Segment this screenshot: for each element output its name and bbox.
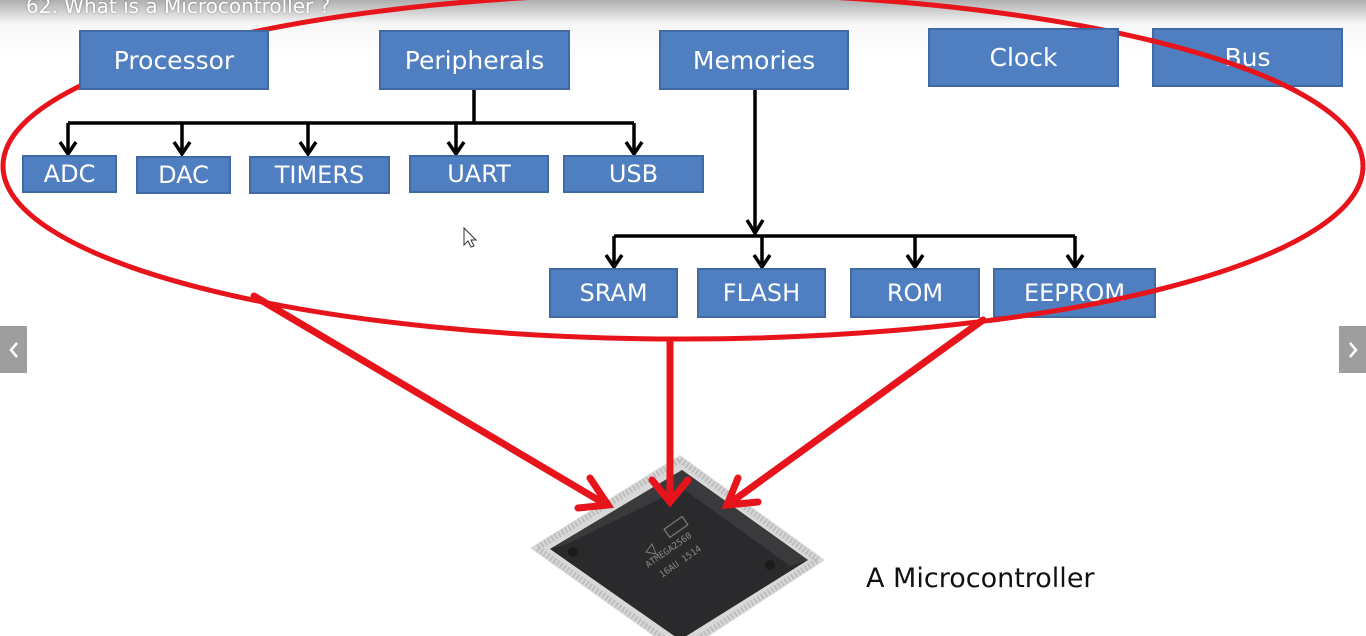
block-sram: SRAM <box>549 268 678 318</box>
block-uart: UART <box>409 155 549 193</box>
chevron-left-icon <box>8 341 18 358</box>
block-peripherals: Peripherals <box>379 30 570 90</box>
block-adc: ADC <box>22 155 117 193</box>
arrowhead-memories-trunk <box>745 219 765 237</box>
next-slide-button[interactable] <box>1339 326 1366 373</box>
grouping-ellipse <box>0 0 1366 342</box>
video-title: 62. What is a Microcontroller ? <box>26 0 331 18</box>
block-bus: Bus <box>1152 28 1343 87</box>
block-dac: DAC <box>136 156 231 194</box>
arrowhead-uart <box>446 141 466 158</box>
arrowhead-rom <box>905 254 925 271</box>
arrowhead-flash <box>752 254 772 271</box>
arrowhead-adc <box>58 141 78 158</box>
red-arrow-right <box>726 316 987 507</box>
red-arrow-left <box>250 292 609 508</box>
microcontroller-label: A Microcontroller <box>866 563 1095 594</box>
red-arrowhead-center <box>648 476 692 508</box>
block-rom: ROM <box>850 268 980 318</box>
arrowhead-sram <box>604 254 624 271</box>
red-arrowhead-right <box>721 474 762 510</box>
red-arrowhead-left <box>574 474 615 512</box>
block-flash: FLASH <box>697 268 826 318</box>
block-eeprom: EEPROM <box>993 268 1156 318</box>
arrowhead-timers <box>298 141 318 158</box>
red-arrows <box>250 292 987 512</box>
previous-slide-button[interactable] <box>0 326 27 373</box>
arrowhead-usb <box>624 141 644 158</box>
mouse-cursor-icon <box>463 226 478 248</box>
block-memories: Memories <box>659 30 849 90</box>
peripherals-connectors <box>58 90 644 158</box>
block-clock: Clock <box>928 28 1119 87</box>
arrowhead-dac <box>172 141 192 158</box>
block-usb: USB <box>563 155 704 193</box>
block-timers: TIMERS <box>249 156 390 194</box>
block-processor: Processor <box>79 30 269 90</box>
chevron-right-icon <box>1348 341 1358 358</box>
